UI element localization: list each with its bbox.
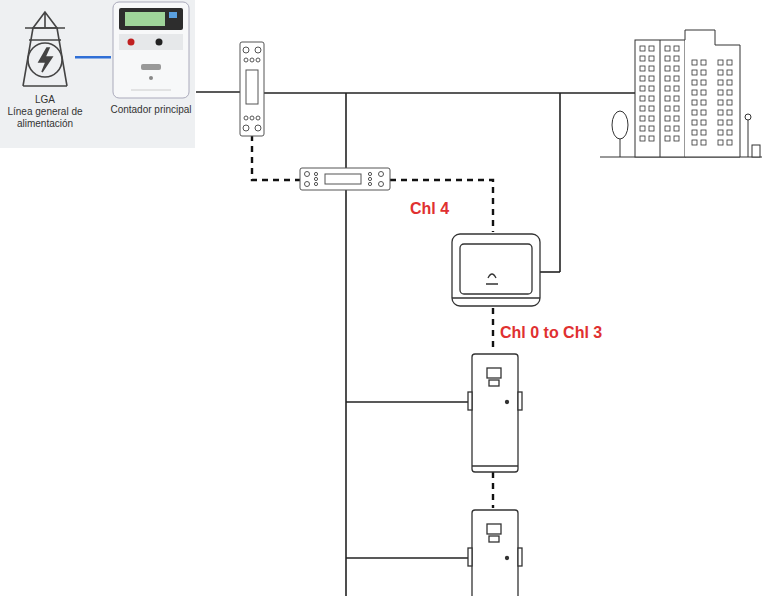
- building-windows: [640, 46, 732, 145]
- channel-label: Chl 4: [408, 200, 451, 218]
- comm-wiring: [252, 135, 493, 508]
- node-label: Línea general de alimentación: [4, 106, 86, 130]
- main-meter: Contador principal: [108, 0, 194, 116]
- building: [600, 30, 762, 157]
- din-meter: [240, 42, 264, 136]
- charging-post: [468, 510, 522, 596]
- charging-post: [468, 354, 522, 472]
- power-wiring: [196, 92, 635, 596]
- image-panel: [0, 0, 195, 148]
- wall-charger: [452, 234, 540, 306]
- supply-line-icon: LGALínea general de alimentación: [4, 8, 86, 130]
- node-label: Contador principal: [108, 104, 194, 116]
- main-meter-icon: [111, 0, 191, 100]
- node-label: LGA: [4, 94, 86, 106]
- supply-connector: [75, 56, 111, 59]
- din-meter: [300, 168, 390, 190]
- channel-label: Chl 0 to Chl 3: [498, 324, 604, 342]
- supply-tower-icon: [15, 8, 75, 90]
